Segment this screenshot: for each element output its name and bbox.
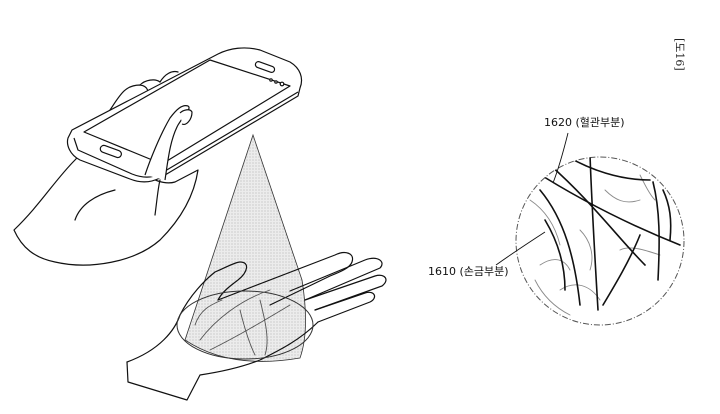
palm-hand (126, 252, 387, 401)
magnified-view (495, 132, 685, 326)
holding-hand (13, 70, 199, 266)
vein-lines-1620 (532, 157, 681, 311)
callout-1610-label: 1610 (손금부분) (428, 265, 509, 278)
thumb (144, 105, 193, 181)
scan-beam (184, 133, 306, 362)
callout-1620-label: 1620 (혈관부분) (544, 116, 625, 129)
palm-lines-1610 (529, 174, 661, 316)
figure-label: [도16] (673, 38, 686, 71)
